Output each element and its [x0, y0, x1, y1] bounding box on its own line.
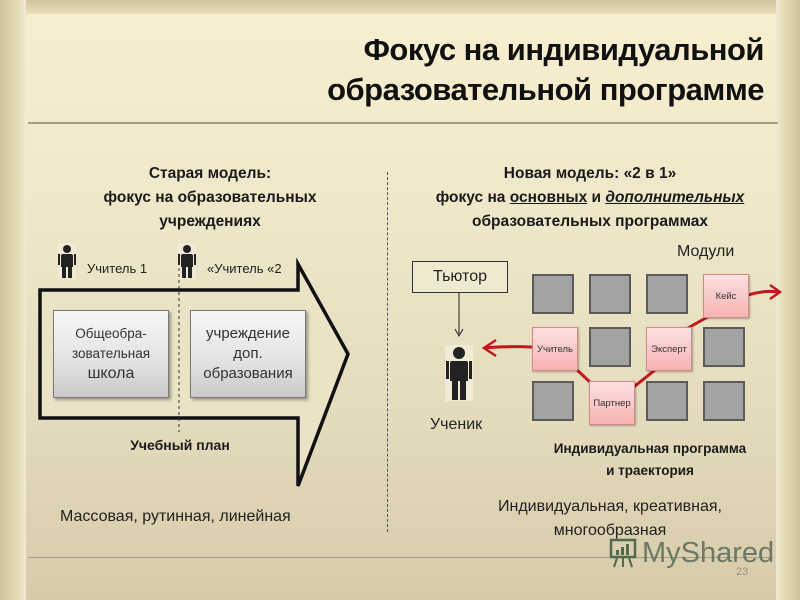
module-empty: [646, 274, 688, 314]
frame-left: [0, 0, 26, 600]
title-divider: [28, 122, 778, 124]
new-model-heading-line-3: образовательных программах: [472, 213, 708, 230]
additional-programs-text: дополнительных: [605, 189, 745, 206]
column-divider: [387, 172, 388, 532]
curriculum-label: Учебный план: [130, 437, 230, 453]
new-model-heading-line-2: фокус на основных и дополнительных: [435, 189, 745, 206]
teacher-1-label: Учитель 1: [87, 261, 148, 276]
module-case: Кейс: [703, 274, 749, 318]
module-empty: [532, 274, 574, 314]
general-school-line-3: школа: [87, 365, 135, 382]
module-expert: Эксперт: [646, 327, 692, 371]
general-school-line-1: Общеобра-: [75, 326, 147, 341]
new-model-heading-line-1: Новая модель: «2 в 1»: [503, 165, 677, 182]
module-empty: [589, 327, 631, 367]
teacher-2-label: «Учитель «2: [207, 261, 282, 276]
module-empty: [532, 381, 574, 421]
new-model-heading: Новая модель: «2 в 1» фокус на основных …: [400, 162, 780, 234]
extra-education-line-3: образования: [203, 365, 293, 382]
slide-title: Фокус на индивидуальной образовательной …: [164, 30, 764, 110]
module-empty: [589, 274, 631, 314]
slide-number: 23: [736, 566, 749, 578]
title-line-2: образовательной программе: [327, 72, 764, 107]
module-empty: [703, 327, 745, 367]
pupil-person-icon: [445, 345, 473, 401]
pupil-label: Ученик: [430, 416, 483, 433]
teacher-2-person-icon: [178, 243, 196, 279]
footer-divider: [28, 557, 773, 558]
individual-program-label: Индивидуальная программа и траектория: [553, 441, 747, 478]
main-programs-text: основных: [509, 189, 588, 206]
watermark-text: MyShared: [642, 536, 775, 569]
old-model-heading-line-1: Старая модель:: [148, 165, 272, 182]
old-model-heading-line-2: фокус на образовательных: [103, 189, 317, 206]
teacher-1-person-icon: [58, 243, 76, 279]
old-model-summary: Массовая, рутинная, линейная: [60, 508, 291, 525]
extra-education-box: учреждение доп. образования: [190, 310, 306, 398]
module-empty: [646, 381, 688, 421]
tutor-box: Тьютор: [412, 261, 508, 293]
old-model-heading-line-3: учреждениях: [159, 213, 261, 230]
frame-top: [0, 0, 800, 14]
module-partner: Партнер: [589, 381, 635, 425]
extra-education-line-2: доп.: [233, 345, 263, 362]
general-school-box: Общеобра- зовательная школа: [53, 310, 169, 398]
module-empty: [703, 381, 745, 421]
title-line-1: Фокус на индивидуальной: [363, 32, 764, 67]
watermark: MyShared: [608, 536, 774, 570]
tutor-label: Тьютор: [433, 268, 487, 285]
general-school-line-2: зовательная: [71, 346, 151, 361]
old-model-heading: Старая модель: фокус на образовательных …: [40, 162, 380, 234]
presentation-board-icon: [609, 538, 637, 568]
frame-right: [776, 0, 800, 600]
extra-education-line-1: учреждение: [206, 325, 290, 342]
modules-label: Модули: [677, 243, 735, 260]
module-teacher: Учитель: [532, 327, 578, 371]
new-model-summary: Индивидуальная, креативная, многообразна…: [497, 498, 722, 539]
